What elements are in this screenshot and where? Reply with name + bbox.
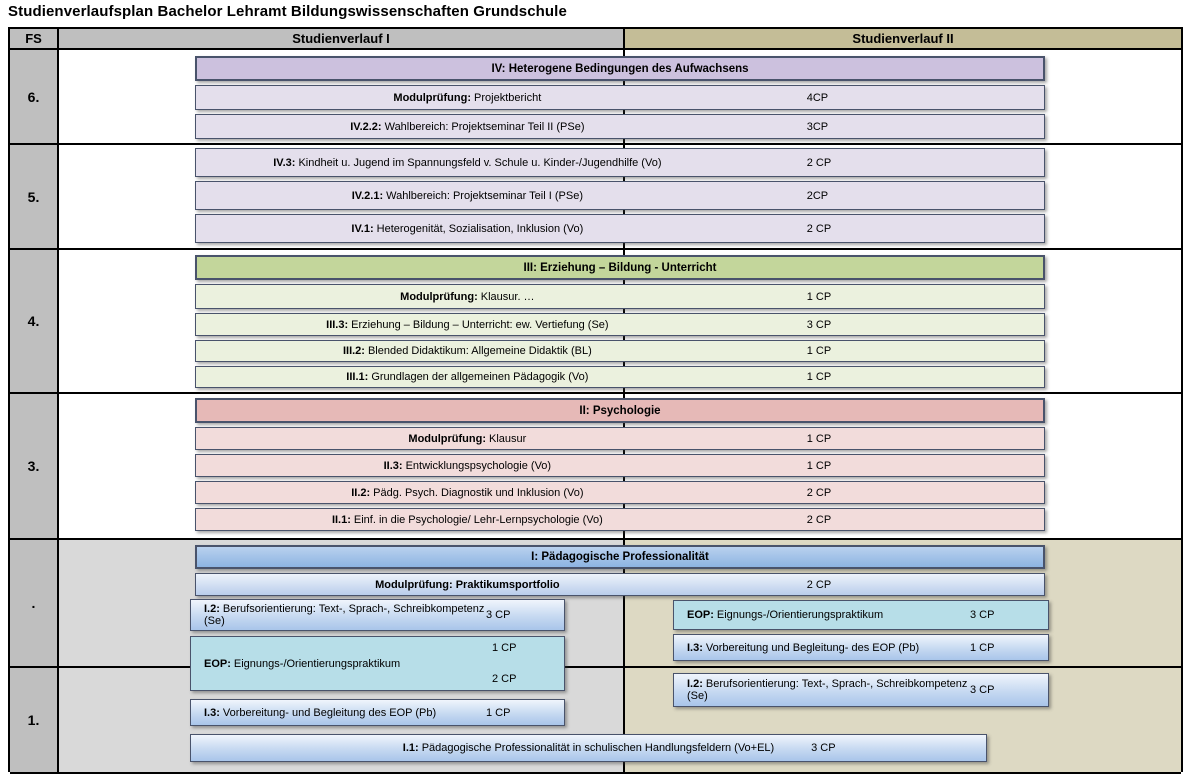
module-iii-3: III.3:Erziehung – Bildung – Unterricht: …: [195, 313, 1045, 336]
credit-points: 1 CP: [486, 706, 511, 719]
semester-label-6: 6.: [10, 50, 59, 143]
header-studienverlauf-2: Studienverlauf II: [623, 29, 1181, 48]
course-label: III.2:Blended Didaktikum: Allgemeine Did…: [342, 345, 592, 357]
credit-points: 1 CP: [806, 290, 832, 303]
credit-points-bottom: 2 CP: [492, 673, 517, 685]
semester-label-5: 5.: [10, 145, 59, 248]
header-studienverlauf-1: Studienverlauf I: [59, 29, 623, 48]
module-iv-3: IV.3:Kindheit u. Jugend im Spannungsfeld…: [195, 148, 1045, 177]
credit-points: 3 CP: [970, 609, 995, 621]
course-label: IV.1:Heterogenität, Sozialisation, Inklu…: [351, 222, 584, 235]
credit-points-top: 1 CP: [492, 642, 517, 654]
credit-points: 3 CP: [486, 609, 511, 621]
header-fs: FS: [10, 29, 59, 48]
course-label: IV.2.2:Wahlbereich: Projektseminar Teil …: [350, 120, 585, 133]
credit-points: 3 CP: [811, 742, 836, 754]
semester-label-4: 4.: [10, 250, 59, 392]
credit-points: 2 CP: [806, 486, 832, 499]
course-label: Modulprüfung: Praktikumsportfolio: [375, 578, 560, 591]
course-label: I.3:Vorbereitung und Begleitung- des EOP…: [687, 641, 920, 654]
course-label: Modulprüfung:Projektbericht: [393, 91, 542, 104]
module-ii-modulpruefung: Modulprüfung:Klausur 1 CP: [195, 427, 1045, 450]
course-label: I.1:Pädagogische Professionalität in sch…: [402, 742, 775, 754]
course-label: Modulprüfung:Klausur. …: [400, 290, 535, 303]
credit-points: 2 CP: [806, 222, 832, 235]
credit-points: 3CP: [806, 120, 829, 133]
course-label: Modulprüfung:Klausur: [408, 432, 527, 445]
module-i-modulpruefung: Modulprüfung: Praktikumsportfolio 2 CP: [195, 573, 1045, 596]
module-i-1: I.1:Pädagogische Professionalität in sch…: [190, 734, 987, 762]
course-label: IV.2.1:Wahlbereich: Projektseminar Teil …: [351, 189, 583, 202]
course-label: II.2:Pädg. Psych. Diagnostik und Inklusi…: [351, 486, 584, 499]
module-iii-1: III.1:Grundlagen der allgemeinen Pädagog…: [195, 366, 1045, 388]
course-label: II.1:Einf. in die Psychologie/ Lehr-Lern…: [331, 513, 603, 526]
credit-points: 1 CP: [806, 345, 832, 357]
module-iv-2-1: IV.2.1:Wahlbereich: Projektseminar Teil …: [195, 181, 1045, 210]
credit-points: 2CP: [806, 189, 829, 202]
credit-points: 2 CP: [806, 578, 832, 591]
credit-points: 1 CP: [806, 371, 832, 383]
module-iii-modulpruefung: Modulprüfung:Klausur. … 1 CP: [195, 284, 1045, 309]
module-iii-header: III: Erziehung – Bildung - Unterricht: [195, 255, 1045, 280]
semester-label-3: 3.: [10, 394, 59, 538]
module-iv-modulpruefung: Modulprüfung:Projektbericht 4CP: [195, 85, 1045, 110]
credit-points: 3 CP: [806, 318, 832, 331]
module-ii-title: II: Psychologie: [579, 404, 661, 417]
module-boxes-overlay: IV: Heterogene Bedingungen des Aufwachse…: [10, 29, 1181, 770]
module-ii-3: II.3:Entwicklungspsychologie (Vo) 1 CP: [195, 454, 1045, 477]
course-label: I.2:Berufsorientierung: Text-, Sprach-, …: [687, 678, 968, 702]
module-i-2-sv2: I.2:Berufsorientierung: Text-, Sprach-, …: [673, 673, 1049, 707]
module-i-title: I: Pädagogische Professionalität: [531, 551, 709, 563]
module-iv-title: IV: Heterogene Bedingungen des Aufwachse…: [491, 62, 749, 75]
course-label: I.3:Vorbereitung- und Begleitung des EOP…: [204, 706, 437, 719]
course-label: IV.3:Kindheit u. Jugend im Spannungsfeld…: [273, 156, 662, 169]
module-iv-2-2: IV.2.2:Wahlbereich: Projektseminar Teil …: [195, 114, 1045, 139]
module-ii-2: II.2:Pädg. Psych. Diagnostik und Inklusi…: [195, 481, 1045, 504]
credit-points: 4CP: [806, 91, 829, 104]
course-label: I.2:Berufsorientierung: Text-, Sprach-, …: [204, 603, 485, 627]
credit-points: 3 CP: [970, 684, 995, 696]
module-iii-2: III.2:Blended Didaktikum: Allgemeine Did…: [195, 340, 1045, 362]
module-eop-sv2: EOP:Eignungs-/Orientierungspraktikum 3 C…: [673, 600, 1049, 630]
course-label: EOP:Eignungs-/Orientierungspraktikum: [687, 609, 884, 621]
credit-points: 2 CP: [806, 513, 832, 526]
course-label: III.3:Erziehung – Bildung – Unterricht: …: [326, 318, 609, 331]
module-iv-header: IV: Heterogene Bedingungen des Aufwachse…: [195, 56, 1045, 81]
semester-label-2: .: [10, 540, 59, 666]
module-i-3-sv1: I.3:Vorbereitung- und Begleitung des EOP…: [190, 699, 565, 726]
course-label: II.3:Entwicklungspsychologie (Vo): [383, 459, 552, 472]
table-header-row: FS Studienverlauf I Studienverlauf II: [10, 29, 1181, 50]
credit-points: 1 CP: [970, 641, 995, 654]
module-iii-title: III: Erziehung – Bildung - Unterricht: [523, 261, 717, 274]
credit-points: 2 CP: [806, 156, 832, 169]
module-ii-header: II: Psychologie: [195, 398, 1045, 423]
module-i-header: I: Pädagogische Professionalität: [195, 545, 1045, 569]
module-ii-1: II.1:Einf. in die Psychologie/ Lehr-Lern…: [195, 508, 1045, 531]
course-label: III.1:Grundlagen der allgemeinen Pädagog…: [346, 371, 589, 383]
module-iv-1: IV.1:Heterogenität, Sozialisation, Inklu…: [195, 214, 1045, 243]
page-title: Studienverlaufsplan Bachelor Lehramt Bil…: [8, 3, 567, 20]
credit-points: 1 CP: [806, 459, 832, 472]
module-i-2-sv1: I.2:Berufsorientierung: Text-, Sprach-, …: [190, 599, 565, 631]
module-i-3-sv2: I.3:Vorbereitung und Begleitung- des EOP…: [673, 634, 1049, 661]
credit-points: 1 CP: [806, 432, 832, 445]
module-eop-sv1: EOP:Eignungs-/Orientierungspraktikum 1 C…: [190, 636, 565, 691]
semester-label-1: 1.: [10, 668, 59, 772]
course-label: EOP:Eignungs-/Orientierungspraktikum: [204, 657, 401, 670]
study-plan-table: FS Studienverlauf I Studienverlauf II 6.…: [8, 27, 1183, 774]
credit-points-stack: 1 CP 2 CP: [492, 640, 564, 687]
